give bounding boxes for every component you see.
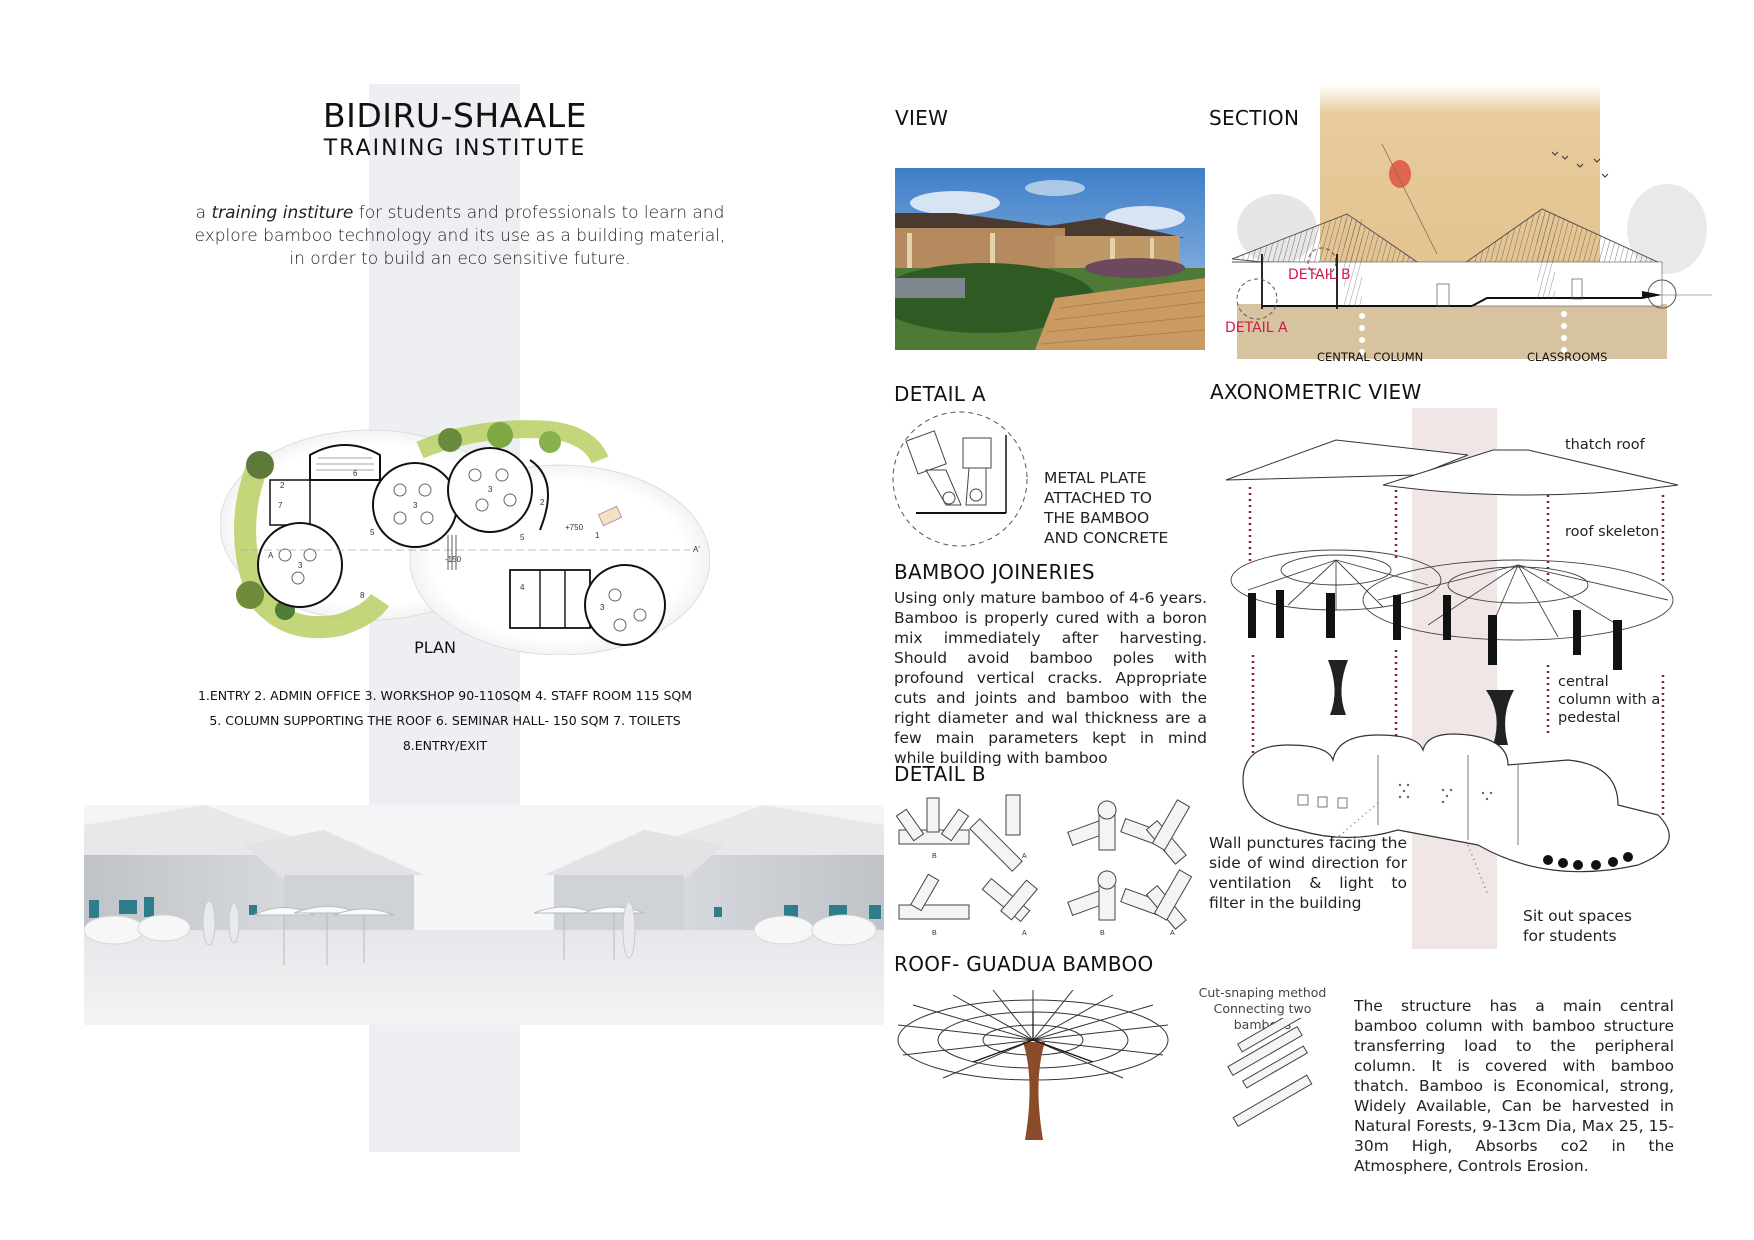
intro-line3: in order to build an eco sensitive futur…: [289, 249, 631, 269]
cut-snaping-drawing: [1164, 1008, 1335, 1128]
svg-text:+750: +750: [565, 523, 584, 532]
detail-a-note-line: METAL PLATE: [1044, 469, 1147, 487]
joint-label: B: [1100, 930, 1105, 937]
plan-legend: 1.ENTRY 2. ADMIN OFFICE 3. WORKSHOP 90-1…: [150, 683, 740, 758]
svg-text:2: 2: [540, 498, 545, 507]
bamboo-joineries-heading: BAMBOO JOINERIES: [894, 560, 1095, 584]
axonometric-svg: [1225, 439, 1679, 896]
detail-b-heading: DETAIL B: [894, 762, 986, 786]
joint-label: A: [1170, 930, 1175, 937]
svg-text:-150: -150: [445, 555, 462, 564]
roof-umbrella-drawing: [893, 989, 1173, 1150]
label-central-column: central column with a pedestal: [1558, 674, 1661, 726]
svg-text:1: 1: [595, 531, 600, 540]
detail-a-heading: DETAIL A: [894, 382, 986, 406]
label-wall-punctures: Wall punctures facing the side of wind d…: [1209, 834, 1407, 912]
intro-line1: for students and professionals to learn …: [353, 203, 725, 223]
svg-text:A': A': [693, 545, 700, 554]
label-sit-out-spaces: Sit out spaces for students: [1523, 907, 1633, 945]
section-label-central-column: CENTRAL COLUMN: [1317, 350, 1424, 364]
exterior-view-svg: [895, 168, 1205, 350]
plan-legend-line: 8.ENTRY/EXIT: [402, 738, 488, 753]
detail-a-note: METAL PLATE ATTACHED TO THE BAMBOO AND C…: [1044, 468, 1168, 548]
plan-legend-line: 5. COLUMN SUPPORTING THE ROOF 6. SEMINAR…: [209, 713, 681, 728]
method-caption-line: Cut-snaping method: [1198, 985, 1327, 1000]
section-drawing: DETAIL B DETAIL A CENTRAL COLUMN CLASSRO…: [1222, 84, 1712, 374]
plan-legend-line: 1.ENTRY 2. ADMIN OFFICE 3. WORKSHOP 90-1…: [197, 688, 693, 703]
joint-label: B: [932, 930, 937, 937]
intro-prefix: a: [195, 203, 212, 223]
svg-text:3: 3: [413, 501, 418, 510]
svg-text:3: 3: [600, 603, 605, 612]
detail-a-svg: [892, 411, 1028, 547]
detail-a-note-line: THE BAMBOO: [1044, 509, 1150, 527]
intro-paragraph: a training institure for students and pr…: [190, 202, 730, 271]
svg-text:7: 7: [278, 501, 283, 510]
view-heading: VIEW: [895, 106, 949, 130]
svg-text:A: A: [268, 551, 274, 560]
detail-b-svg: B A B A B A: [895, 794, 1193, 937]
svg-text:6: 6: [353, 469, 358, 478]
page-subtitle: TRAINING INSTITUTE: [323, 136, 587, 161]
joint-label: A: [1022, 930, 1027, 937]
svg-text:2: 2: [280, 481, 285, 490]
detail-a-note-line: AND CONCRETE: [1044, 529, 1169, 547]
cut-snaping-svg: [1164, 1008, 1313, 1128]
plan-label: PLAN: [414, 638, 456, 657]
section-detail-b-tag: DETAIL B: [1288, 267, 1351, 283]
section-label-classrooms: CLASSROOMS: [1527, 350, 1608, 364]
svg-text:4: 4: [520, 583, 525, 592]
courtyard-render: [84, 805, 884, 1025]
svg-text:3: 3: [488, 485, 493, 494]
svg-text:5: 5: [520, 533, 525, 542]
label-thatch-roof: thatch roof: [1565, 437, 1645, 453]
svg-text:5: 5: [370, 528, 375, 537]
joint-label: B: [932, 853, 937, 860]
detail-a-drawing: [891, 410, 1029, 548]
axonometric-heading: AXONOMETRIC VIEW: [1210, 380, 1422, 404]
page-title: BIDIRU-SHAALE: [322, 96, 588, 135]
joint-label: A: [1022, 853, 1027, 860]
floor-plan-svg: 7 2 6 3 3 3 5 5 2 4 3 8 1A A' +750 -150: [219, 420, 711, 656]
axonometric-drawing: [1218, 425, 1688, 905]
section-svg: [1231, 84, 1712, 359]
intro-line2: explore bamboo technology and its use as…: [194, 226, 726, 246]
exterior-view-render: [895, 168, 1205, 350]
roof-guadua-text: The structure has a main central bamboo …: [1354, 997, 1674, 1175]
svg-text:8: 8: [360, 591, 365, 600]
intro-emphasis: training institure: [211, 203, 354, 223]
detail-a-note-line: ATTACHED TO: [1044, 489, 1152, 507]
background-pink-band: [1412, 408, 1497, 949]
detail-b-joints-drawing: B A B A B A: [894, 790, 1204, 940]
section-detail-a-tag: DETAIL A: [1225, 320, 1288, 336]
svg-text:3: 3: [298, 561, 303, 570]
section-heading: SECTION: [1209, 106, 1300, 130]
cut-snaping-caption: Cut-snaping method Connecting two bamboo…: [1185, 985, 1340, 1033]
roof-umbrella-svg: [897, 989, 1169, 1140]
roof-guadua-heading: ROOF- GUADUA BAMBOO: [894, 952, 1154, 976]
bamboo-joineries-text: Using only mature bamboo of 4-6 years. B…: [894, 589, 1207, 767]
courtyard-render-svg: [84, 805, 884, 1025]
label-roof-skeleton: roof skeleton: [1565, 524, 1660, 540]
